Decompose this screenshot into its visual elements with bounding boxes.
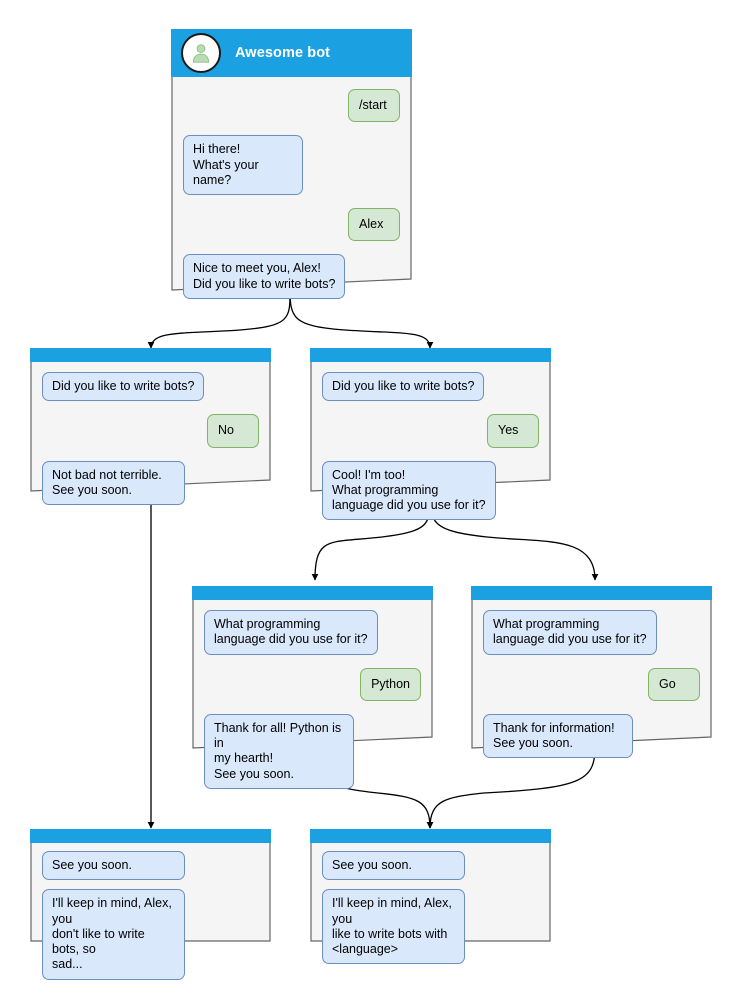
end-happy-card[interactable]: See you soon. I'll keep in mind, Alex, y… [310,829,551,965]
message-row: I'll keep in mind, Alex, you like to wri… [322,889,539,965]
end-happy-card-body: See you soon. I'll keep in mind, Alex, y… [310,843,551,981]
answer-no-card-body: Did you like to write bots? No Not bad n… [30,362,271,522]
message-row: Yes [322,414,539,448]
language-python-card-body: What programming language did you use fo… [192,600,433,806]
end-sad-card-header [30,829,271,843]
message-row: Hi there! What's your name? [183,135,400,195]
language-go-card-header [471,586,712,600]
message-row: No [42,414,259,448]
message-row: Alex [183,208,400,242]
end-sad-card[interactable]: See you soon. I'll keep in mind, Alex, y… [30,829,271,980]
end-sad-card-body: See you soon. I'll keep in mind, Alex, y… [30,843,271,997]
bot-bubble: I'll keep in mind, Alex, you like to wri… [322,889,465,965]
message-row: Did you like to write bots? [42,372,259,402]
message-row: What programming language did you use fo… [204,610,421,655]
message-row: Thank for information! See you soon. [483,713,700,759]
message-row: /start [183,89,400,123]
bot-bubble: What programming language did you use fo… [483,610,657,655]
answer-yes-card-body: Did you like to write bots? Yes Cool! I'… [310,362,551,537]
bot-bubble: Nice to meet you, Alex! Did you like to … [183,254,346,299]
bot-bubble: Cool! I'm too! What programming language… [322,460,496,521]
bot-bubble: Thank for information! See you soon. [483,713,633,759]
message-row: What programming language did you use fo… [483,610,700,655]
start-card-header: Awesome bot [171,29,412,77]
user-bubble[interactable]: /start [348,89,400,123]
start-card-body: /start Hi there! What's your name? Alex … [171,77,412,316]
bot-bubble: See you soon. [42,851,185,881]
user-bubble[interactable]: Python [360,667,421,701]
message-row: See you soon. [322,851,539,881]
bot-bubble: I'll keep in mind, Alex, you don't like … [42,889,185,980]
message-row: Not bad not terrible. See you soon. [42,460,259,505]
bot-title: Awesome bot [235,45,331,61]
bot-bubble: Not bad not terrible. See you soon. [42,460,185,505]
language-go-card-body: What programming language did you use fo… [471,600,712,775]
language-go-card[interactable]: What programming language did you use fo… [471,586,712,759]
bot-bubble: Hi there! What's your name? [183,135,303,195]
flowchart-canvas: Awesome bot /start Hi there! What's your… [30,29,712,980]
message-row: Python [204,667,421,701]
user-bubble[interactable]: Alex [348,208,400,242]
end-happy-card-header [310,829,551,843]
user-bubble[interactable]: Go [648,667,700,701]
answer-no-card[interactable]: Did you like to write bots? No Not bad n… [30,348,271,505]
message-row: Thank for all! Python is in my hearth! S… [204,713,421,789]
person-avatar-icon [181,33,221,73]
bot-bubble: Did you like to write bots? [42,372,205,402]
message-row: See you soon. [42,851,259,881]
message-row: Nice to meet you, Alex! Did you like to … [183,254,400,299]
user-bubble[interactable]: No [207,414,259,448]
bot-bubble: What programming language did you use fo… [204,610,378,655]
language-python-card-header [192,586,433,600]
language-python-card[interactable]: What programming language did you use fo… [192,586,433,789]
message-row: Cool! I'm too! What programming language… [322,460,539,521]
bot-bubble: Thank for all! Python is in my hearth! S… [204,713,354,789]
answer-yes-card-header [310,348,551,362]
bot-bubble: Did you like to write bots? [322,372,485,402]
message-row: Did you like to write bots? [322,372,539,402]
bot-bubble: See you soon. [322,851,465,881]
answer-yes-card[interactable]: Did you like to write bots? Yes Cool! I'… [310,348,551,521]
answer-no-card-header [30,348,271,362]
start-card[interactable]: Awesome bot /start Hi there! What's your… [171,29,412,299]
message-row: I'll keep in mind, Alex, you don't like … [42,889,259,980]
message-row: Go [483,667,700,701]
user-bubble[interactable]: Yes [487,414,539,448]
